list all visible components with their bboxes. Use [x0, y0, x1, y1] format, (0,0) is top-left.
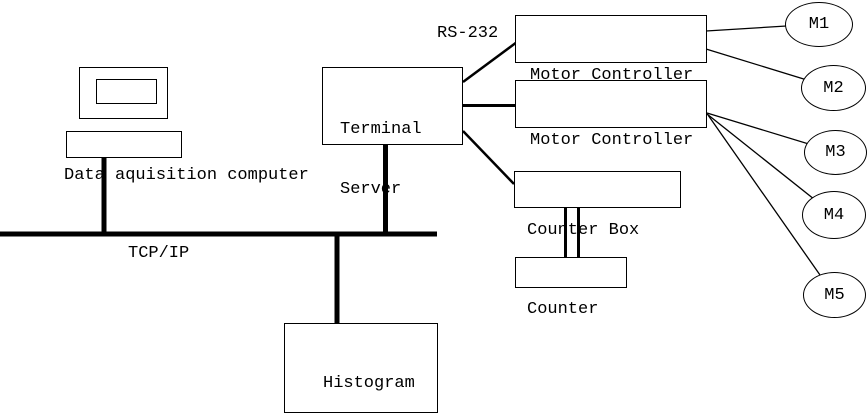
motor-m2-label: M2 [823, 78, 844, 98]
motor-m1-label: M1 [808, 15, 830, 34]
edge-terminal-server-motor-controller-1 [462, 40, 518, 84]
counter-node: Counter [515, 257, 627, 319]
rs232-link-label: RS-232 [437, 24, 499, 43]
motor-m4-node: M4 [802, 191, 866, 239]
terminal-server-node: Terminal Server [322, 67, 463, 199]
motor-controller-1-node: Motor Controller [515, 15, 707, 85]
counter-box-label: Counter Box [527, 221, 640, 240]
counter-box-node: Counter Box [514, 171, 681, 240]
histogram-memory-node: Histogram Memory [284, 323, 438, 413]
motor-m5-label: M5 [824, 285, 845, 305]
motor-m1-node: M1 [785, 2, 853, 47]
motor-m5-node: M5 [803, 272, 866, 318]
motor-m3-label: M3 [825, 143, 846, 162]
motor-m3-node: M3 [804, 130, 867, 175]
data-acquisition-computer-label: Data aquisition computer [64, 166, 309, 185]
counter-label: Counter [527, 300, 599, 319]
terminal-server-label-line2: Server [340, 180, 402, 199]
computer-screen-icon [96, 79, 157, 104]
motor-m4-label: M4 [823, 205, 845, 225]
motor-controller-2-label: Motor Controller [530, 131, 694, 150]
edge-terminal-server-counter-box [462, 130, 515, 185]
terminal-server-label-line1: Terminal [340, 120, 422, 139]
computer-keyboard-icon [66, 131, 182, 158]
tcp-ip-bus-label: TCP/IP [128, 244, 190, 263]
histogram-memory-label-line1: Histogram [323, 374, 415, 393]
motor-m2-node: M2 [801, 65, 866, 111]
motor-controller-2-node: Motor Controller [515, 80, 707, 150]
edge-motor-controller-2-m5 [707, 114, 835, 296]
